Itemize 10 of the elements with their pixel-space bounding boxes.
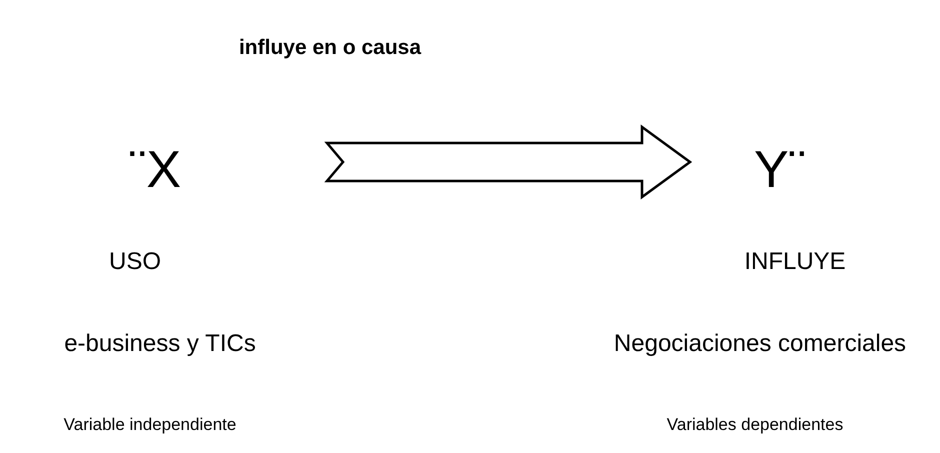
label: Variables dependientes	[666, 414, 844, 436]
label: USO	[108, 247, 162, 277]
variable-symbol: ¨X	[110, 140, 200, 200]
label: Negociaciones comerciales	[612, 329, 908, 359]
label: INFLUYE	[743, 247, 847, 277]
label: e-business y TICs	[63, 329, 257, 359]
title: influye en o causa	[238, 35, 422, 61]
block-arrow	[324, 124, 692, 200]
variable-symbol: Y¨	[735, 140, 825, 200]
label: Variable independiente	[62, 414, 238, 436]
